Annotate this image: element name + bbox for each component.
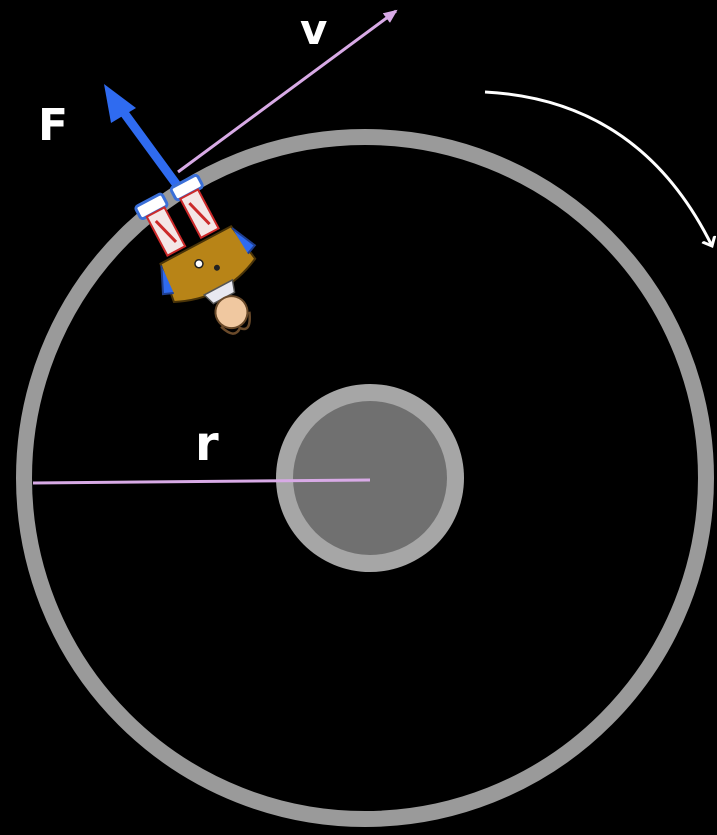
force-arrow [104,84,182,192]
hub-center [293,401,447,555]
velocity-label: v [300,5,327,54]
radius-label: r [195,416,219,472]
astronaut-figure-icon [121,166,288,356]
force-label: F [38,100,68,151]
